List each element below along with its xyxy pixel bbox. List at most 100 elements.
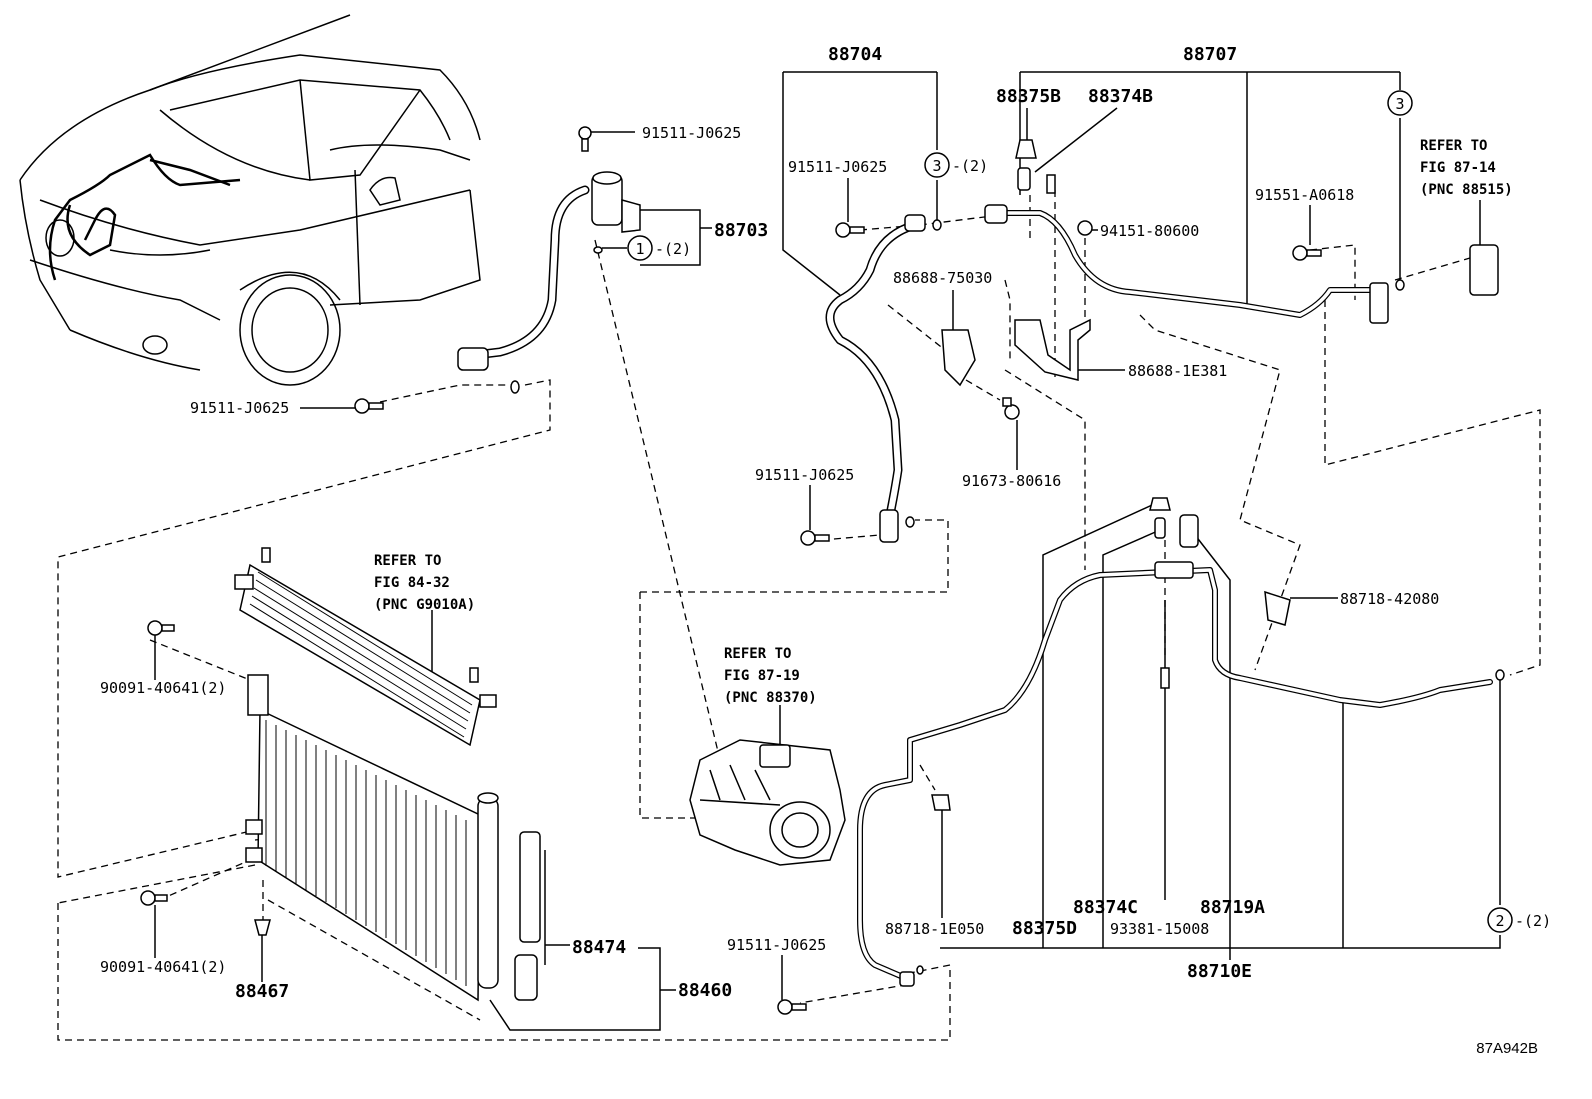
part-labels: 88704 88707 88375B 88374B 91511-J0625 91…	[100, 44, 1439, 1002]
refer-line-3: (PNC 88370)	[724, 690, 817, 706]
refer-notes: REFER TO FIG 87-14 (PNC 88515) REFER TO …	[374, 138, 1513, 706]
label-88718-42080: 88718-42080	[1340, 590, 1439, 608]
label-88474: 88474	[572, 937, 626, 958]
refer-note-88515: REFER TO FIG 87-14 (PNC 88515)	[1420, 138, 1513, 198]
leader-lines	[154, 71, 1501, 1031]
label-88688-1E381: 88688-1E381	[1128, 362, 1227, 380]
bolt-icon	[1292, 245, 1322, 261]
refer-line-1: REFER TO	[374, 553, 441, 569]
o-ring-icon	[905, 516, 915, 528]
pipe-bracket-icon	[1014, 318, 1091, 381]
callout-3a-qty: -(2)	[952, 157, 988, 175]
expansion-valve-icon	[1469, 244, 1499, 296]
label-88460: 88460	[678, 980, 732, 1001]
parts	[140, 126, 1505, 1015]
receiver-cap-icon	[514, 954, 538, 1001]
refer-line-1: REFER TO	[724, 646, 791, 662]
label-88719A: 88719A	[1200, 897, 1265, 918]
o-ring-icon	[1395, 279, 1405, 291]
bolt-icon	[1046, 174, 1056, 194]
pipe-clamp-icon	[1264, 590, 1291, 626]
refer-line-2: FIG 84-32	[374, 575, 450, 591]
bolt-icon	[140, 890, 168, 906]
label-88467: 88467	[235, 981, 289, 1002]
bolt-icon	[354, 398, 384, 414]
callout-3a-circle	[924, 152, 950, 178]
label-88710E: 88710E	[1187, 961, 1252, 982]
callout-3b-number: 3	[1395, 95, 1404, 113]
hose-fitting-88703	[591, 171, 641, 254]
callout-1-number: 1	[635, 240, 644, 258]
service-cap-icon	[1149, 497, 1171, 511]
o-ring-icon	[510, 380, 520, 394]
hose-end-icon	[457, 347, 489, 371]
label-91673: 91673-80616	[962, 472, 1061, 490]
valve-core-icon	[1017, 167, 1031, 191]
label-91511-left: 91511-J0625	[190, 399, 289, 417]
label-91551: 91551-A0618	[1255, 186, 1354, 204]
diagram-id: 87A942B	[1476, 1040, 1538, 1057]
bolt-icon	[777, 999, 807, 1015]
callout-2-number: 2	[1495, 912, 1504, 930]
vehicle-illustration	[19, 14, 481, 386]
refer-line-2: FIG 87-19	[724, 668, 800, 684]
label-88375D: 88375D	[1012, 918, 1077, 939]
label-91511-top: 91511-J0625	[642, 124, 741, 142]
callout-3a-number: 3	[932, 157, 941, 175]
refrigerant-pipes	[470, 185, 1493, 983]
refer-note-88370: REFER TO FIG 87-19 (PNC 88370)	[724, 646, 817, 706]
label-91511-mid: 91511-J0625	[755, 466, 854, 484]
service-cap-icon	[1015, 139, 1037, 159]
bolt-icon	[1002, 397, 1020, 420]
label-88718-1E050: 88718-1E050	[885, 920, 984, 938]
label-94151: 94151-80600	[1100, 222, 1199, 240]
label-93381: 93381-15008	[1110, 920, 1209, 938]
label-88707: 88707	[1183, 44, 1237, 65]
label-91511-hose: 91511-J0625	[788, 158, 887, 176]
o-ring-icon	[916, 965, 924, 975]
compressor-icon	[689, 739, 846, 866]
pipe-clamp-icon	[941, 329, 976, 387]
label-88704: 88704	[828, 44, 882, 65]
tube-flange-icon	[1369, 282, 1389, 324]
refer-line-2: FIG 87-14	[1420, 160, 1496, 176]
label-88374B: 88374B	[1088, 86, 1153, 107]
tube-end-icon	[984, 204, 1008, 224]
callout-1-circle	[627, 235, 653, 261]
bolt-icon	[147, 620, 175, 636]
bolt-icon	[835, 222, 865, 238]
callout-3b-circle	[1387, 90, 1413, 116]
desiccant-filter-icon	[519, 831, 541, 943]
bolt-icon	[800, 530, 830, 546]
condenser-icon	[245, 674, 499, 1002]
refer-note-G9010A: REFER TO FIG 84-32 (PNC G9010A)	[374, 553, 475, 613]
hose-end-icon	[904, 214, 926, 232]
refer-line-3: (PNC G9010A)	[374, 597, 475, 613]
bolt-icon	[578, 126, 592, 152]
service-valve-block-icon	[1154, 561, 1194, 579]
label-90091-lower: 90091-40641(2)	[100, 958, 226, 976]
pressure-switch-icon	[1179, 514, 1199, 548]
dashed-assembly-lines	[57, 190, 1541, 1041]
hose-end-icon	[879, 509, 899, 543]
inverter-cooler-icon	[234, 547, 497, 747]
nut-icon	[1077, 220, 1093, 236]
o-ring-icon	[932, 219, 942, 231]
cushion-icon	[254, 919, 271, 936]
label-88374C: 88374C	[1073, 897, 1138, 918]
label-88688-75030: 88688-75030	[893, 269, 992, 287]
label-91511-bottom: 91511-J0625	[727, 936, 826, 954]
tube-end-icon	[899, 971, 915, 987]
callout-1-qty: -(2)	[655, 240, 691, 258]
callout-2-circle	[1487, 907, 1513, 933]
valve-core-icon	[1154, 517, 1166, 539]
o-ring-icon	[1495, 669, 1505, 681]
label-88703: 88703	[714, 220, 768, 241]
pipe-clamp-icon	[931, 794, 951, 811]
callouts: 1 -(2) 3 -(2) 3 2 -(2)	[627, 90, 1551, 933]
label-88375B: 88375B	[996, 86, 1061, 107]
bolt-icon	[1160, 667, 1170, 689]
refer-line-3: (PNC 88515)	[1420, 182, 1513, 198]
callout-2-qty: -(2)	[1515, 912, 1551, 930]
